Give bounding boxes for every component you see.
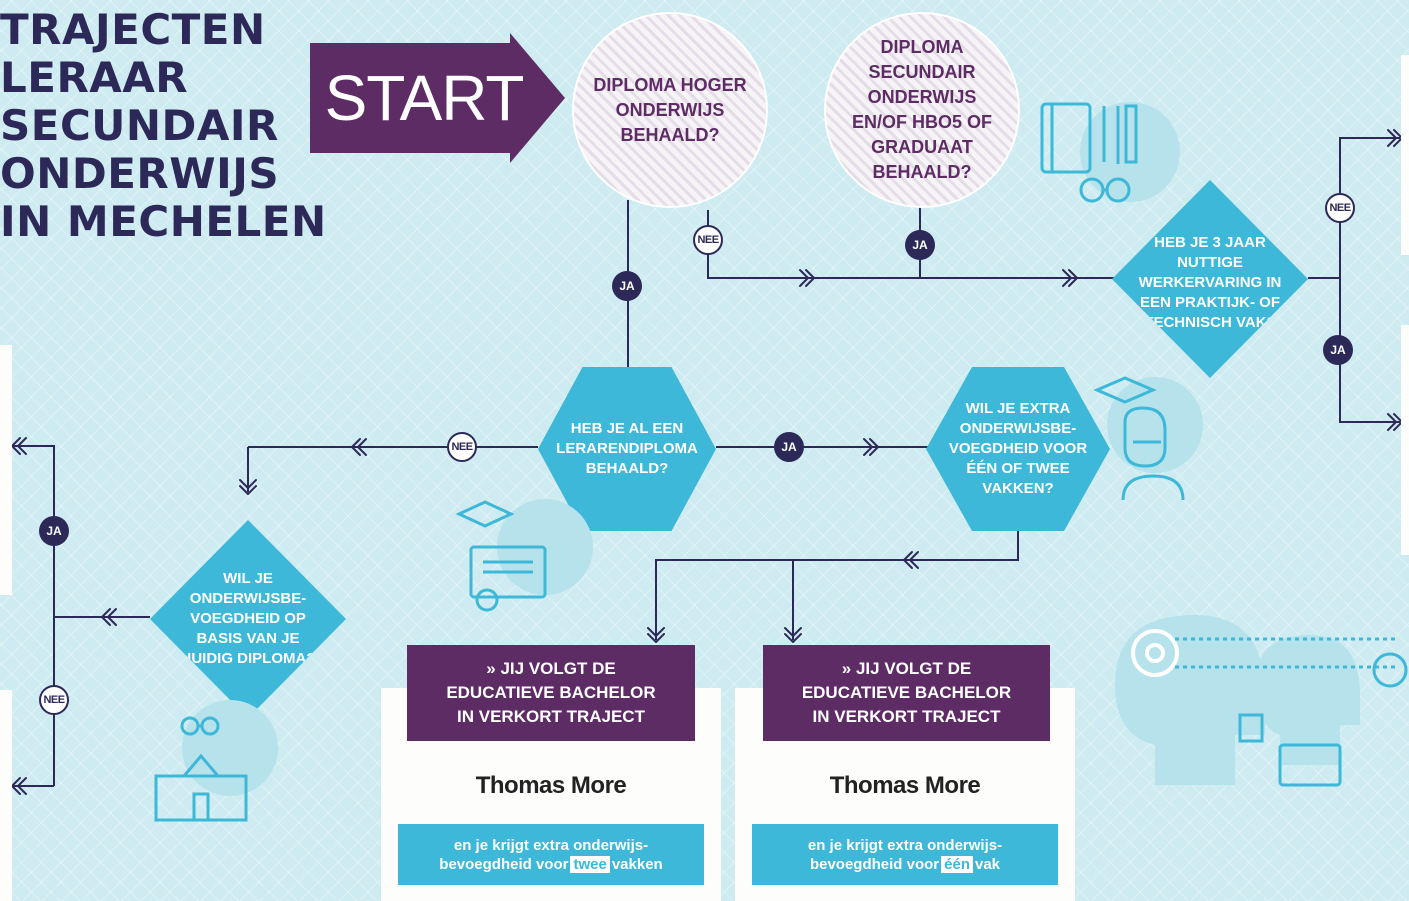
result-card-header: » JIJ VOLGT DE EDUCATIEVE BACHELOR IN VE… xyxy=(763,645,1050,741)
right-panel-mid xyxy=(1401,325,1409,555)
ja-badge: JA xyxy=(39,516,69,546)
left-panel-bottom xyxy=(0,690,12,901)
page-title: TRAJECTEN LERAAR SECUNDAIR ONDERWIJS IN … xyxy=(0,6,327,246)
start-arrow: START xyxy=(310,33,565,163)
result-card-header-line: EDUCATIEVE BACHELOR xyxy=(801,683,1012,702)
school-name: Thomas More xyxy=(475,772,627,799)
ja-badge: JA xyxy=(905,230,935,260)
note-line: en je krijgt extra onderwijs- xyxy=(453,836,649,854)
ja-badge: JA xyxy=(774,432,804,462)
gears-heads-icon xyxy=(1115,615,1408,787)
result-card-header: » JIJ VOLGT DE EDUCATIEVE BACHELOR IN VE… xyxy=(407,645,695,741)
right-panel-top xyxy=(1401,55,1409,255)
question-diploma-hoger-text: DIPLOMA HOGER ONDERWIJS BEHAALD? xyxy=(593,74,747,145)
graduate-student-icon xyxy=(1093,376,1203,501)
school-name: Thomas More xyxy=(829,772,981,799)
nee-badge: NEE xyxy=(1325,193,1355,223)
title-line: LERAAR xyxy=(0,53,189,102)
title-line: ONDERWIJS xyxy=(0,149,280,198)
title-line: SECUNDAIR xyxy=(0,101,279,150)
nee-badge: NEE xyxy=(693,225,723,255)
question-huidig-diploma-text: WIL JE ONDERWIJSBE-VOEGDHEID OP BASIS VA… xyxy=(180,570,316,667)
left-panel-top xyxy=(0,345,12,595)
question-extra-bevoegdheid-text: WIL JE EXTRA ONDERWIJSBE-VOEGDHEID VOOR … xyxy=(948,400,1088,497)
question-lerarendiploma: HEB JE AL EEN LERARENDIPLOMA BEHAALD? xyxy=(538,367,716,531)
title-line: TRAJECTEN xyxy=(0,5,266,54)
note-text: bevoegdheid voor xyxy=(439,855,569,873)
question-diploma-secundair: DIPLOMA SECUNDAIR ONDERWIJS EN/OF HBO5 O… xyxy=(824,12,1020,208)
question-werkervaring-text: HEB JE 3 JAAR NUTTIGE WERKERVARING IN EE… xyxy=(1138,234,1282,331)
nee-badge: NEE xyxy=(39,685,69,715)
result-card-header-line: EDUCATIEVE BACHELOR xyxy=(446,683,656,702)
result-card-header-line: IN VERKORT TRAJECT xyxy=(457,707,645,726)
ja-badge: JA xyxy=(612,271,642,301)
school-building-icon xyxy=(154,700,278,822)
ja-badge: JA xyxy=(1323,335,1353,365)
diploma-certificate-icon xyxy=(455,499,593,612)
title-line: IN MECHELEN xyxy=(0,197,327,246)
note-highlight: twee xyxy=(570,855,610,873)
result-card-header-line: » JIJ VOLGT DE xyxy=(486,659,616,678)
note-highlight: één xyxy=(941,855,973,873)
result-card-header-line: » JIJ VOLGT DE xyxy=(841,659,972,678)
start-arrow-shape xyxy=(310,33,565,163)
question-diploma-hoger: DIPLOMA HOGER ONDERWIJS BEHAALD? xyxy=(572,12,768,208)
note-text: bevoegdheid voor xyxy=(809,855,940,873)
question-diploma-secundair-text: DIPLOMA SECUNDAIR ONDERWIJS EN/OF HBO5 O… xyxy=(851,37,992,182)
question-lerarendiploma-text: HEB JE AL EEN LERARENDIPLOMA BEHAALD? xyxy=(556,420,698,477)
result-card-note: en je krijgt extra onderwijs- bevoegdhei… xyxy=(752,824,1058,885)
note-line: en je krijgt extra onderwijs- xyxy=(807,836,1003,854)
note-text: vakken xyxy=(611,855,663,873)
nee-badge: NEE xyxy=(447,432,477,462)
result-card-note: en je krijgt extra onderwijs- bevoegdhei… xyxy=(398,824,704,885)
notebook-pens-glasses-icon xyxy=(1040,102,1180,203)
start-label: START xyxy=(324,62,525,134)
note-text: vak xyxy=(975,855,1001,873)
result-card-header-line: IN VERKORT TRAJECT xyxy=(812,707,1001,726)
